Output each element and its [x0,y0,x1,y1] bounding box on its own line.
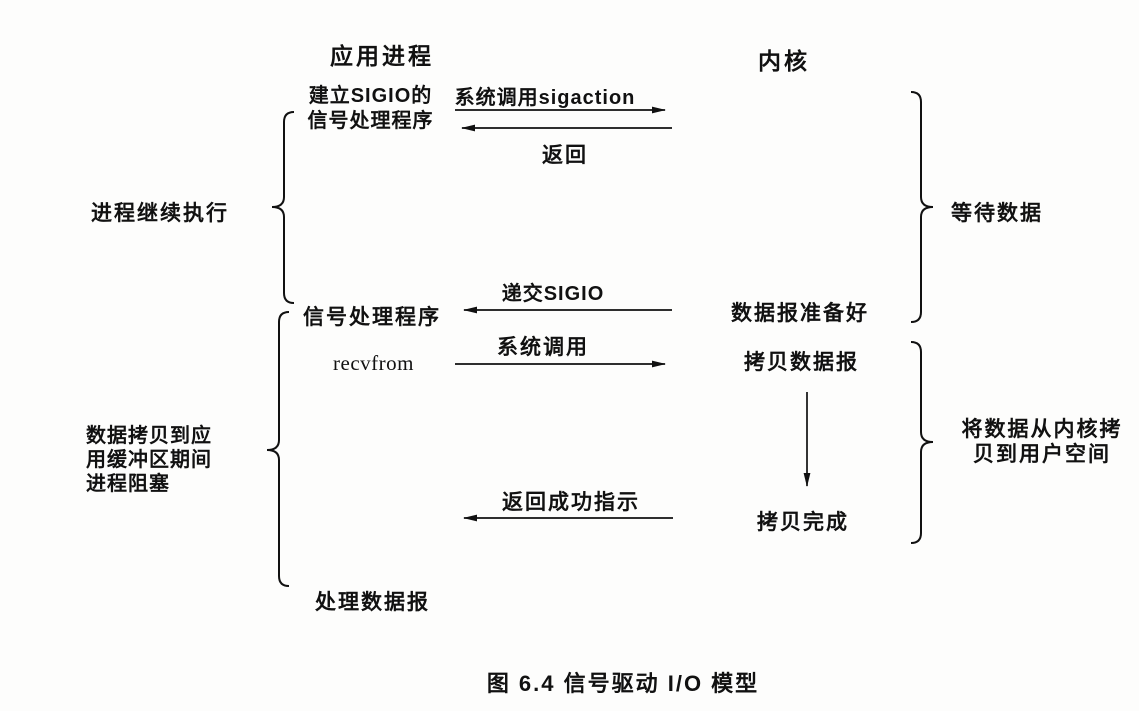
brace-left-blocked [266,311,290,587]
label-copy-datagram: 拷贝数据报 [744,351,859,374]
label-process-continues: 进程继续执行 [91,202,229,225]
figure-caption: 图 6.4 信号驱动 I/O 模型 [486,671,760,696]
label-syscall-sigaction: 系统调用sigaction [454,87,636,109]
label-copy-kernel-line1: 将数据从内核拷 [961,418,1123,441]
label-process-blocked: 数据拷贝到应 用缓冲区期间 进程阻塞 [86,424,220,496]
label-deliver-sigio: 递交SIGIO [501,283,605,305]
label-setup-sigio-line1: 建立SIGIO的 [308,85,433,107]
label-blocked-line3: 进程阻塞 [86,473,170,495]
label-copy-complete: 拷贝完成 [757,511,849,534]
label-datagram-ready: 数据报准备好 [731,302,869,325]
label-blocked-line2: 用缓冲区期间 [86,449,212,471]
label-wait-for-data: 等待数据 [951,202,1043,225]
label-return-success: 返回成功指示 [502,491,640,514]
label-blocked-line1: 数据拷贝到应 [86,425,212,447]
label-process-datagram: 处理数据报 [315,591,430,614]
brace-left-continue-exec [271,111,295,304]
label-copy-kernel-line2: 贝到用户空间 [973,443,1111,466]
header-kernel: 内核 [758,48,810,74]
brace-right-wait-data [910,91,934,323]
label-return: 返回 [542,144,588,167]
brace-right-copy-data [910,341,934,544]
label-recvfrom: recvfrom [333,351,414,375]
label-copy-kernel-to-user: 将数据从内核拷 贝到用户空间 [950,417,1134,467]
label-setup-sigio-line2: 信号处理程序 [307,110,434,132]
header-application-process: 应用进程 [330,43,434,69]
label-setup-sigio-handler: 建立SIGIO的 信号处理程序 [293,84,448,134]
label-signal-handler: 信号处理程序 [303,306,441,329]
label-system-call: 系统调用 [497,336,589,359]
